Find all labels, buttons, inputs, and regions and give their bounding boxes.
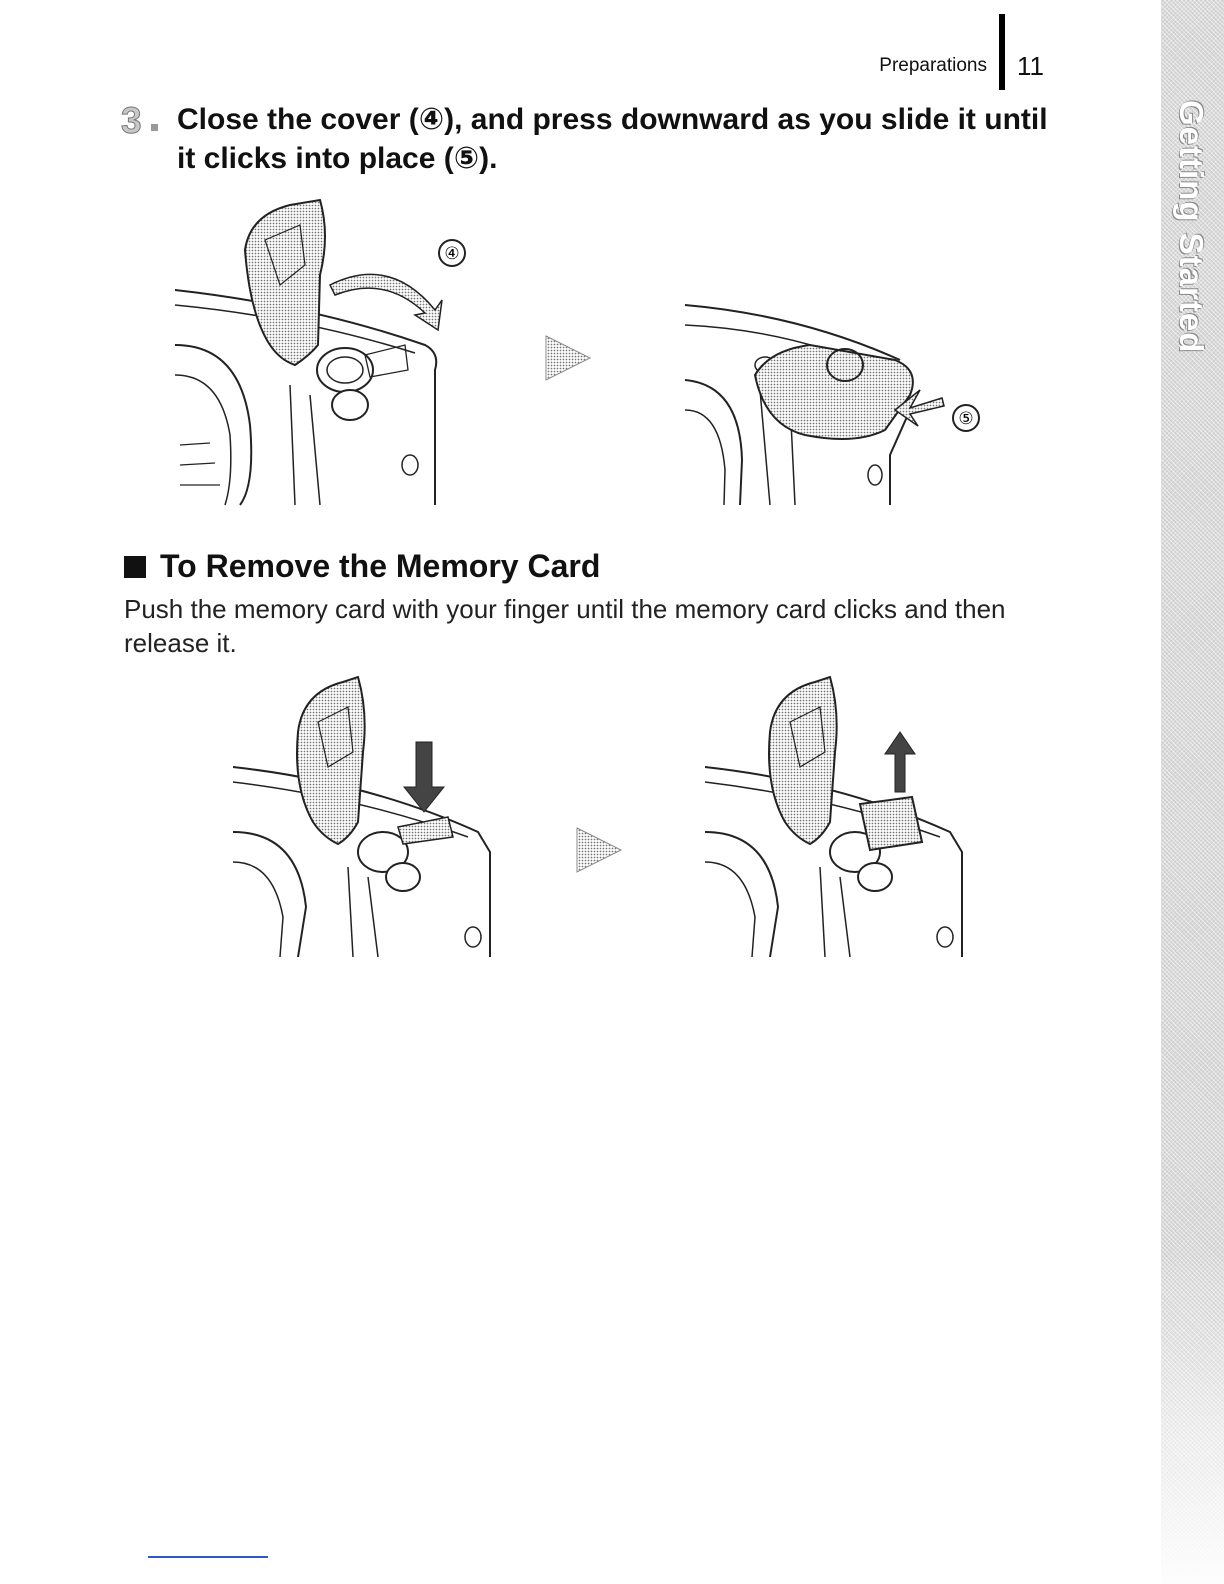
subsection-heading: To Remove the Memory Card [124, 548, 600, 585]
subsection-title: To Remove the Memory Card [160, 548, 600, 585]
header-rule [999, 14, 1005, 90]
side-tab-fade [1161, 1254, 1224, 1584]
step-instruction: Close the cover (④), and press downward … [177, 100, 1051, 178]
step-number-dot [151, 124, 158, 131]
memory-card-ejected-illustration [700, 672, 970, 958]
page-number: 11 [1017, 51, 1044, 82]
sequence-arrow-icon [575, 826, 625, 876]
step-3: 3 Close the cover (④), and press downwar… [121, 100, 1051, 178]
footer-rule [148, 1556, 268, 1558]
callout-5: ⑤ [958, 409, 973, 428]
camera-cover-closed-illustration: ⑤ [680, 290, 1000, 510]
page-header: Preparations 11 [879, 40, 1044, 84]
section-name: Preparations [879, 55, 987, 77]
callout-4: ④ [444, 244, 459, 263]
subsection-body: Push the memory card with your finger un… [124, 592, 1044, 660]
sequence-arrow-icon [544, 334, 594, 384]
chapter-side-tab-label: Getting Started [1169, 100, 1213, 400]
step-number: 3 [121, 100, 142, 142]
chapter-side-tab: Getting Started [1161, 0, 1224, 1584]
push-memory-card-illustration [228, 672, 508, 958]
camera-cover-open-illustration: ④ [170, 195, 480, 510]
heading-bullet-icon [124, 556, 146, 578]
